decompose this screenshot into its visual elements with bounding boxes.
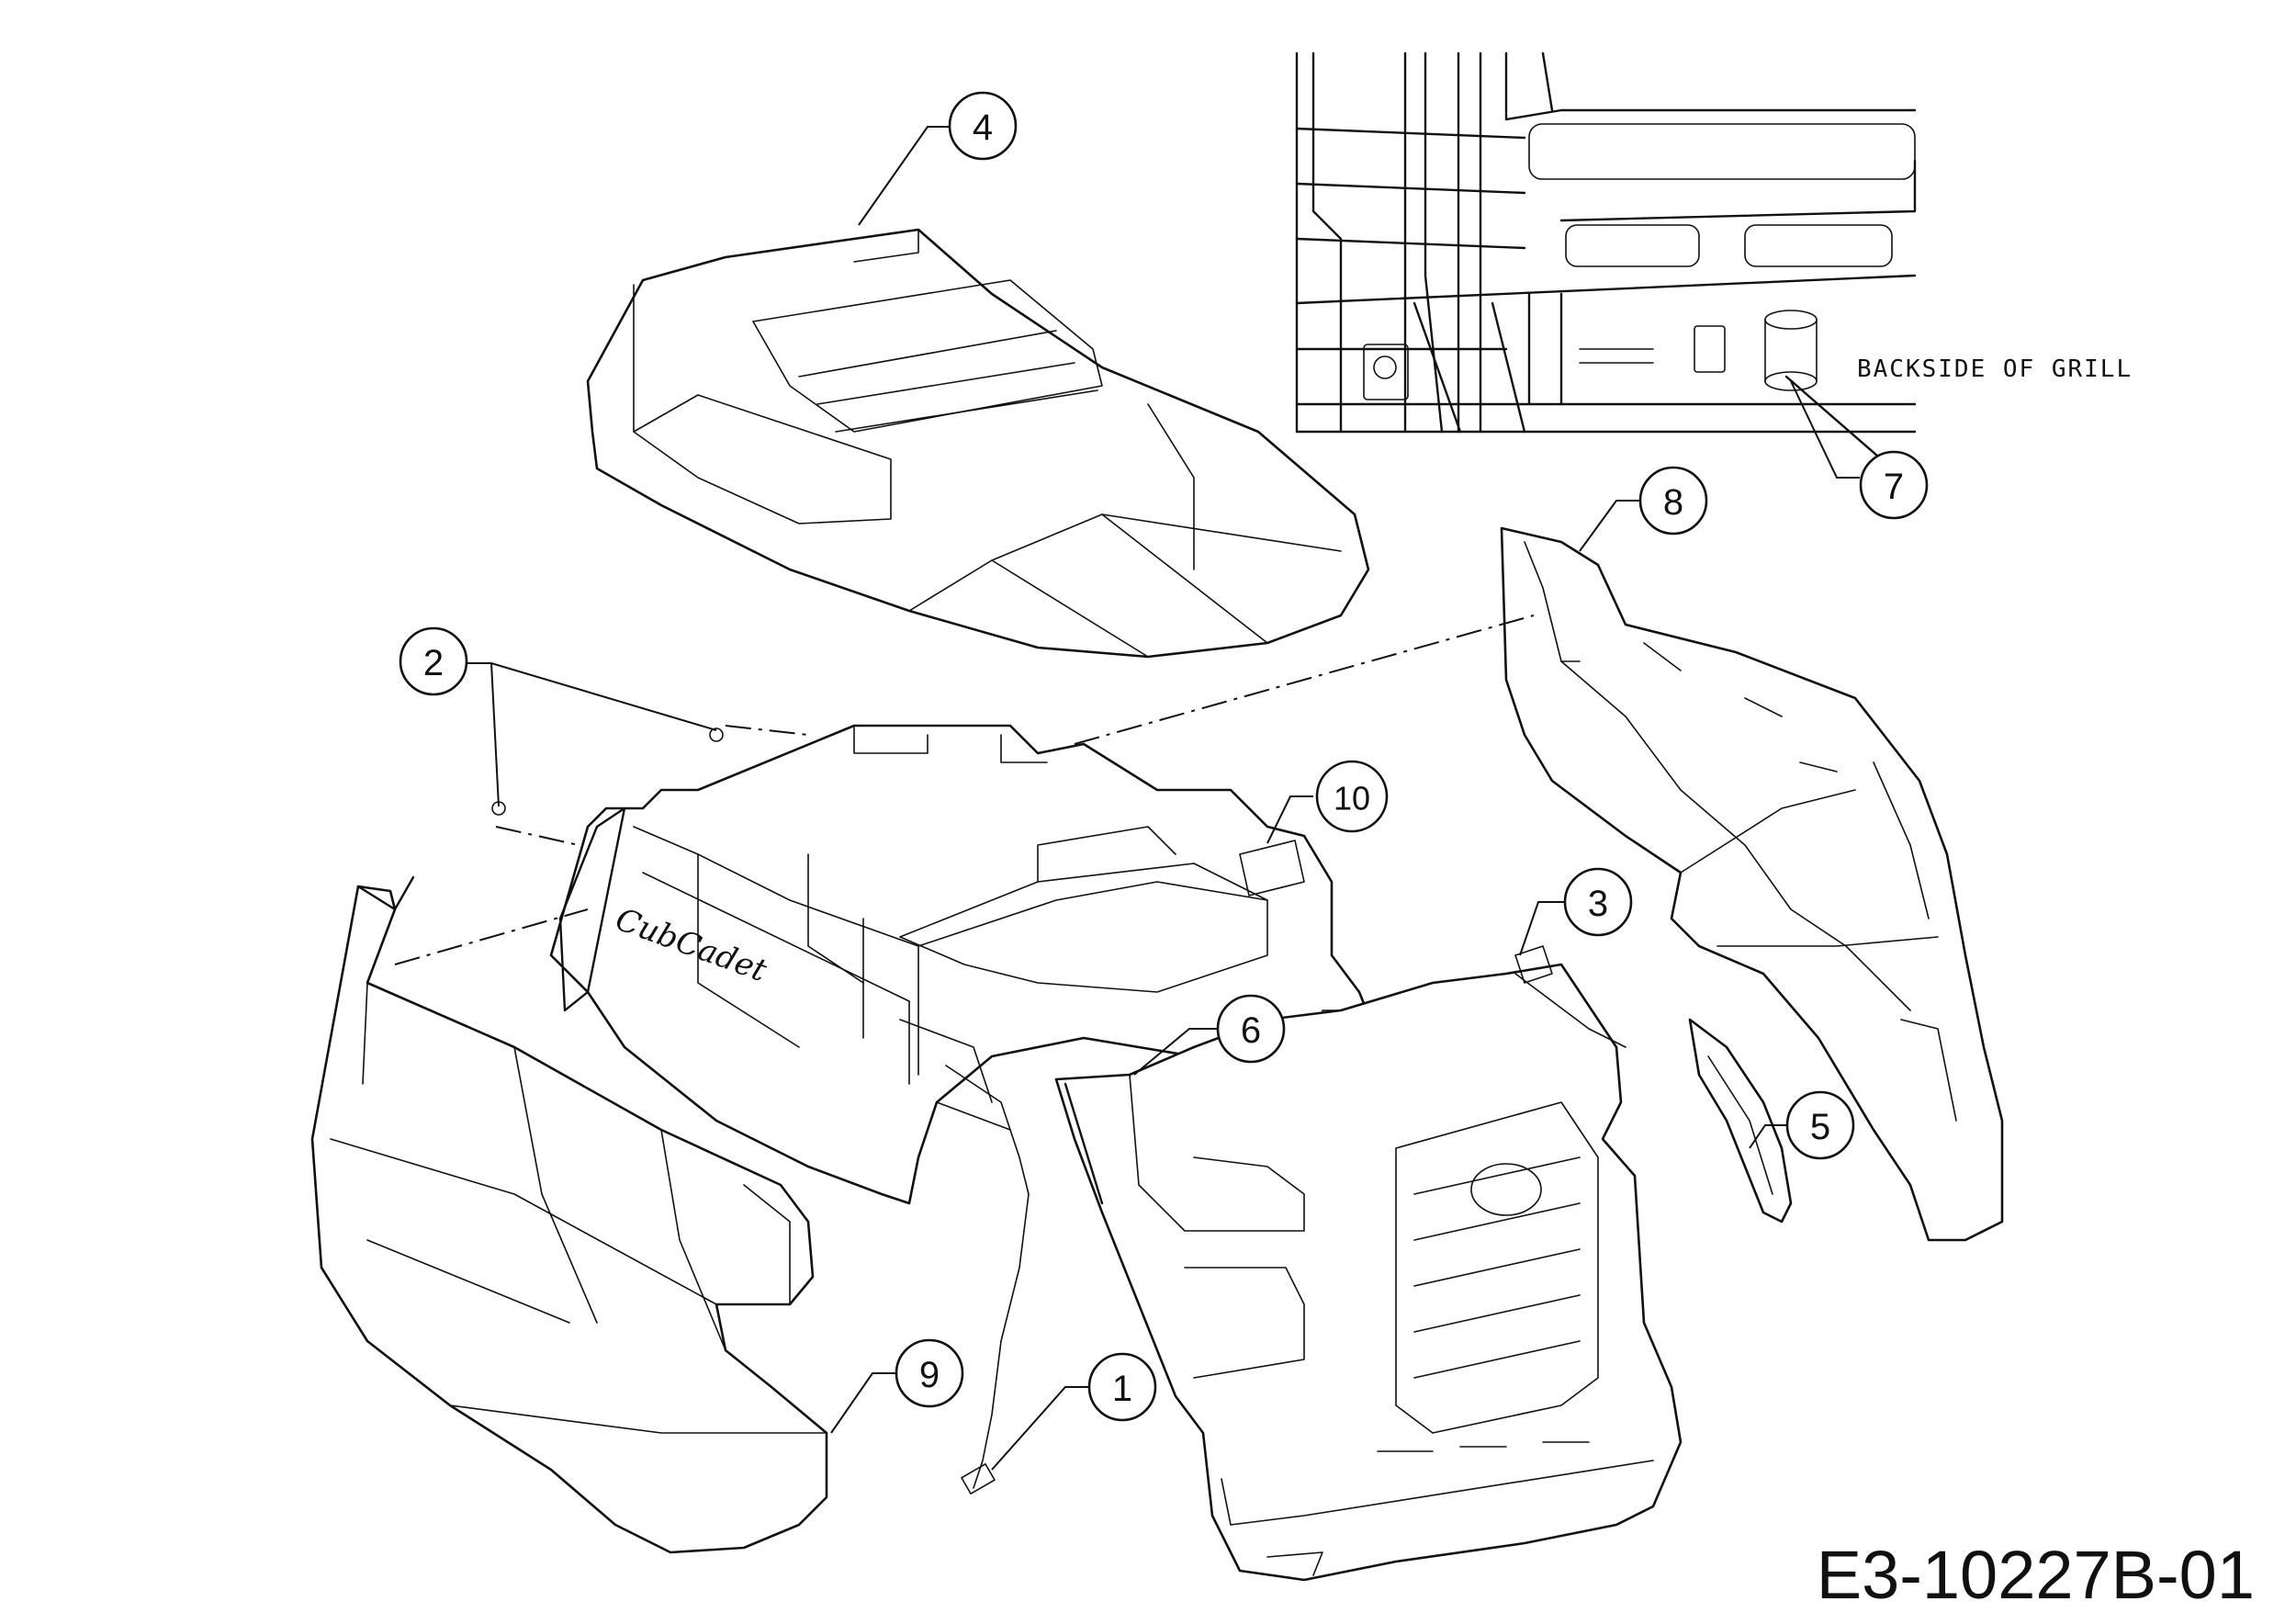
drawing-code: E3-10227B-01 — [1817, 1537, 2255, 1613]
callout-label: 3 — [1588, 884, 1608, 924]
callout-label: 1 — [1112, 1369, 1132, 1409]
callout-9: 9 — [895, 1338, 964, 1408]
wiring-harness-part — [945, 1065, 1030, 1489]
clip-10-part — [1239, 840, 1305, 897]
screw-part — [709, 727, 724, 742]
callout-label: 4 — [973, 107, 993, 148]
clip-3-part — [1514, 945, 1626, 1048]
callout-label: 2 — [423, 643, 444, 683]
callout-8: 8 — [1638, 466, 1708, 536]
callout-2: 2 — [399, 626, 468, 696]
inset-detail: BACKSIDE OF GRILL — [1295, 51, 2133, 470]
callout-4: 4 — [948, 91, 1018, 161]
left-side-panel-part — [310, 875, 828, 1554]
inset-note: BACKSIDE OF GRILL — [1857, 355, 2133, 383]
callout-label: 7 — [1884, 467, 1904, 507]
leader-lines — [464, 126, 1860, 1471]
connector-part — [961, 1463, 996, 1494]
callout-label: 5 — [1810, 1107, 1830, 1147]
callout-5: 5 — [1785, 1090, 1855, 1160]
callout-1: 1 — [1087, 1352, 1157, 1422]
hood-part — [586, 228, 1370, 659]
alignment-lines — [394, 615, 1535, 965]
callout-label: 6 — [1241, 1010, 1261, 1051]
callout-7: 7 — [1859, 450, 1929, 520]
callout-label: 9 — [919, 1355, 940, 1395]
callout-label: 10 — [1334, 780, 1370, 818]
grill-part — [1054, 963, 1683, 1582]
dash-frame-part: CubCadet — [491, 724, 1379, 1494]
callout-10: 10 — [1315, 760, 1389, 833]
callout-3: 3 — [1563, 867, 1633, 937]
callout-6: 6 — [1216, 994, 1286, 1064]
callout-label: 8 — [1663, 482, 1683, 523]
clip-5-part — [1688, 1018, 1793, 1224]
right-side-panel-part — [1500, 526, 2004, 1242]
